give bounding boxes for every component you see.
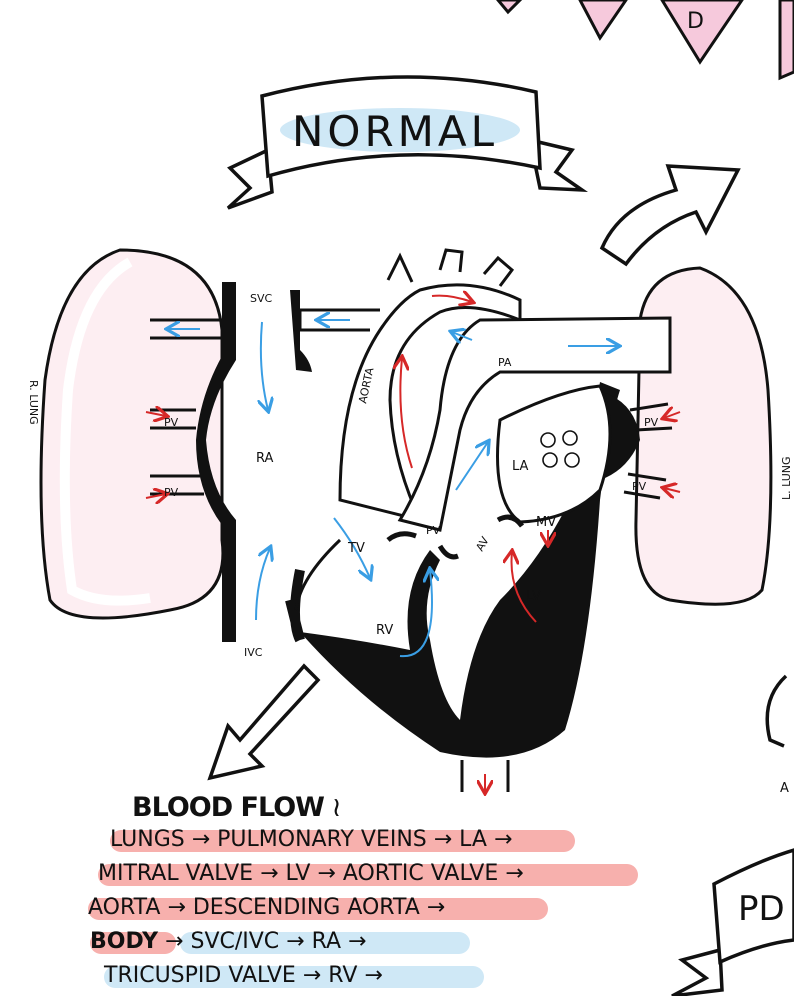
label-lv: LV [526,589,541,604]
flow-line-3: AORTA → DESCENDING AORTA → [88,891,780,925]
label-left-lung: L. LUNG [780,456,793,500]
deoxygenated-flow-arrows [168,320,618,658]
title-ribbon: NORMAL [226,75,589,210]
highlight-1 [110,830,575,852]
blood-flow-notes: BLOOD FLOW ≀ LUNGS → PULMONARY VEINS → L… [80,792,780,993]
blood-flow-heading-text: BLOOD FLOW [132,792,325,823]
flow-line-4-bold: BODY [90,929,159,954]
flow-line-1-text: LUNGS → PULMONARY VEINS → LA → [110,827,513,852]
label-ivc: IVC [244,646,263,659]
right-edge-text: A [780,781,789,796]
label-av: AV [473,534,492,553]
flow-line-2: MITRAL VALVE → LV → AORTIC VALVE → [98,857,780,891]
label-pv-right-lower: PV [164,486,179,499]
label-pv-right-upper: PV [164,416,179,429]
pennant-2 [660,0,744,65]
label-la: LA [512,459,529,474]
pulmonary-artery [397,316,672,532]
highlight-5 [104,966,484,988]
blood-flow-heading: BLOOD FLOW ≀ [132,792,780,823]
label-pv-left-upper: PV [644,416,659,429]
highlight-3 [88,898,548,920]
flow-line-5: TRICUSPID VALVE → RV → [104,959,780,993]
label-rv: RV [376,623,393,638]
pennant-1 [578,0,628,41]
flow-line-2-text: MITRAL VALVE → LV → AORTIC VALVE → [98,861,524,886]
heading-squiggle-icon: ≀ [323,792,342,823]
pennant-banner: D [496,0,794,81]
flow-line-4: BODY → SVC/IVC → RA → [90,925,780,959]
curved-arrow-icon [599,164,741,267]
label-ra: RA [256,451,274,466]
label-right-lung: R. LUNG [27,380,40,425]
next-section-ribbon: PD [671,848,794,996]
label-tv: TV [347,541,365,556]
highlight-4b [180,932,470,954]
label-pa: PA [498,356,512,369]
pennant-letter: D [687,9,704,34]
flow-line-3-text: AORTA → DESCENDING AORTA → [88,895,446,920]
page-title: NORMAL [292,107,498,156]
flow-line-4-text: → SVC/IVC → RA → [158,929,367,954]
flow-line-1: LUNGS → PULMONARY VEINS → LA → [110,823,780,857]
label-svc: SVC [250,292,273,305]
highlight-2 [98,864,638,886]
right-lung [39,248,225,620]
highlight-4a [90,932,176,954]
flow-line-5-text: TRICUSPID VALVE → RV → [104,963,383,988]
la-swirls [540,430,580,468]
svc-wall [196,282,236,642]
heart-wall [300,382,620,758]
oxygenated-flow-arrows [145,296,681,792]
down-left-arrow-icon [207,663,321,781]
label-mv: MV [536,515,556,530]
label-pv-valve: PV [426,524,441,537]
label-pv-left-lower: PV [632,480,647,493]
pennant-3 [778,0,794,81]
next-section-title: PD [738,889,785,929]
